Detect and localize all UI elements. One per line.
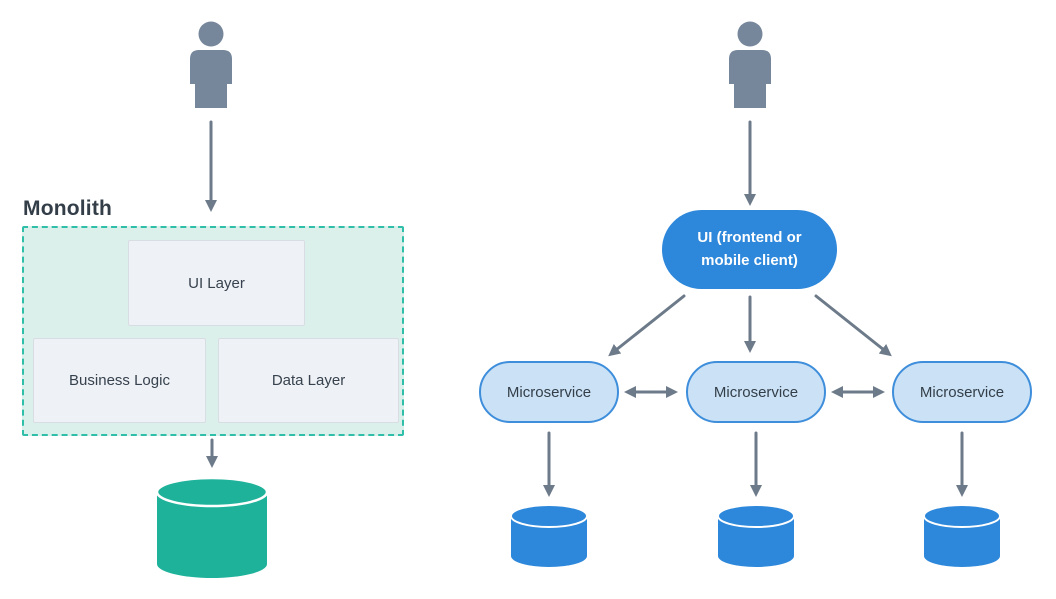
- database-cylinder-icon: [717, 504, 795, 567]
- business-logic-box: Business Logic: [33, 338, 206, 423]
- microservice-node-3: Microservice: [892, 361, 1032, 423]
- ui-frontend-node: UI (frontend or mobile client): [662, 210, 837, 289]
- person-icon: [729, 21, 771, 108]
- ui-layer-label: UI Layer: [188, 274, 245, 292]
- arrow-layer: [205, 120, 968, 497]
- database-cylinder-icon: [510, 504, 588, 567]
- person-legs: [734, 84, 766, 108]
- person-shoulders: [190, 50, 232, 84]
- microservice-node-1: Microservice: [479, 361, 619, 423]
- person-legs: [195, 84, 227, 108]
- db-top: [510, 504, 588, 528]
- person-head: [198, 21, 224, 47]
- data-layer-box: Data Layer: [218, 338, 399, 423]
- microservice-label: Microservice: [506, 383, 592, 401]
- database-cylinder-icon: [155, 476, 269, 578]
- db-top: [155, 476, 269, 508]
- person-head: [737, 21, 763, 47]
- db-top: [717, 504, 795, 528]
- db-top: [923, 504, 1001, 528]
- database-cylinder-icon: [923, 504, 1001, 567]
- person-shoulders: [729, 50, 771, 84]
- microservice-label: Microservice: [919, 383, 1005, 401]
- ui-frontend-label: UI (frontend or mobile client): [697, 229, 802, 269]
- person-icon: [190, 21, 232, 108]
- arrow-ui-to-microservice-1: [608, 294, 686, 357]
- microservice-label: Microservice: [713, 383, 799, 401]
- ui-layer-box: UI Layer: [128, 240, 305, 326]
- data-layer-label: Data Layer: [271, 372, 346, 389]
- monolith-title: Monolith: [23, 197, 113, 220]
- microservice-node-2: Microservice: [686, 361, 826, 423]
- arrow-ui-to-microservice-3: [814, 294, 892, 357]
- business-logic-label: Business Logic: [69, 372, 170, 389]
